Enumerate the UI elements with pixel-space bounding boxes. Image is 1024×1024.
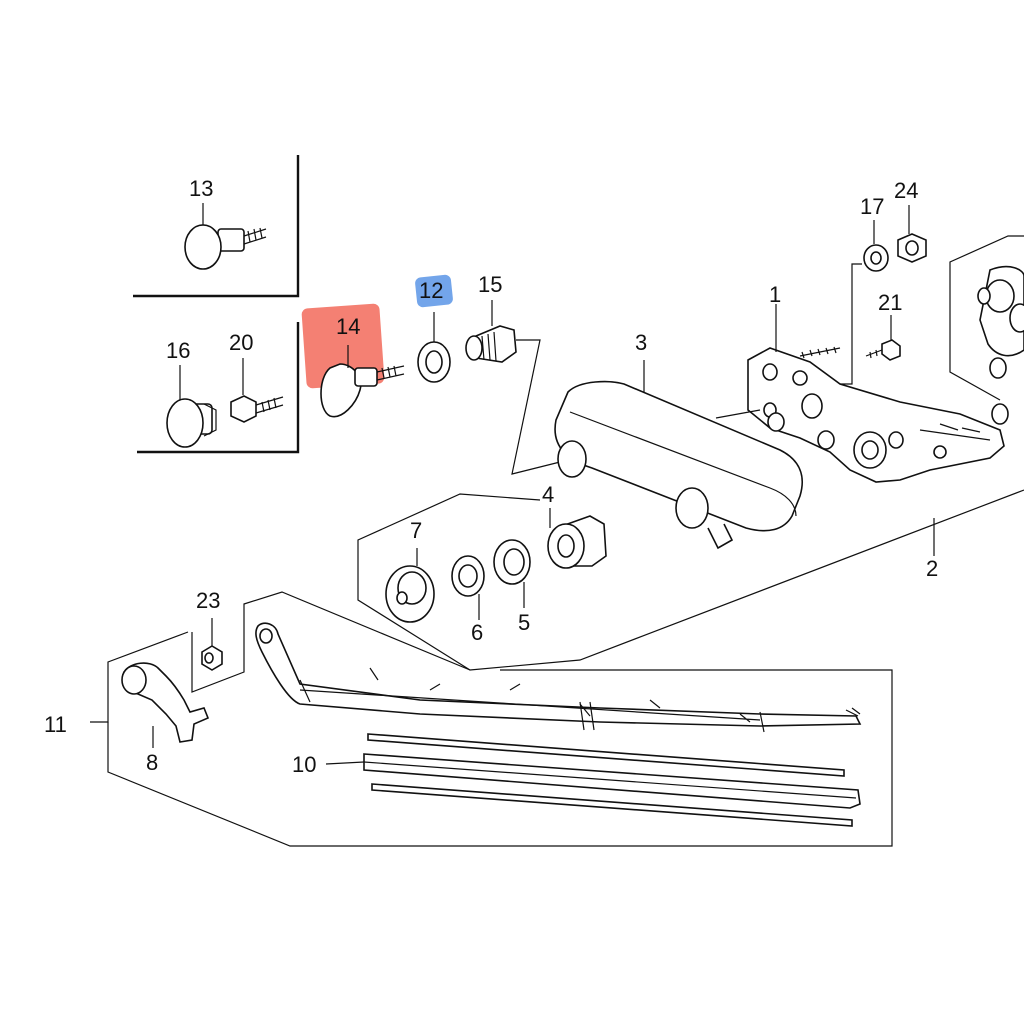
callout-16: 16 (166, 338, 190, 363)
part-12-washer (415, 274, 453, 383)
part-15-grommet (465, 300, 517, 363)
callout-4: 4 (542, 482, 554, 507)
callout-15: 15 (478, 272, 502, 297)
bracket-11 (90, 631, 189, 723)
callout-labels: 13 14 12 15 16 20 3 1 17 24 21 2 4 7 6 5… (44, 176, 938, 777)
part-13-cap-bolt (184, 203, 267, 270)
callout-21: 21 (878, 290, 902, 315)
part-6-nut (451, 555, 485, 620)
part-23-nut (201, 618, 223, 671)
callout-24: 24 (894, 178, 918, 203)
part-1-bracket (715, 304, 1005, 483)
callout-20: 20 (229, 330, 253, 355)
bracket-17-21 (840, 263, 862, 385)
callout-6: 6 (471, 620, 483, 645)
part-4-grommet (547, 508, 607, 569)
bracket-23 (191, 591, 471, 693)
part-motor-partial (949, 235, 1024, 425)
part-17-nut (863, 220, 889, 272)
part-8-pivot-arm (121, 662, 210, 748)
part-3-motor-cover (554, 360, 804, 550)
part-20-bolt (230, 358, 284, 423)
callout-1: 1 (769, 282, 781, 307)
callout-17: 17 (860, 194, 884, 219)
callout-14: 14 (336, 314, 360, 339)
part-5-bushing (493, 539, 531, 608)
callout-13: 13 (189, 176, 213, 201)
part-16-cap (166, 365, 217, 448)
inset-box-part-13 (133, 155, 300, 298)
callout-11: 11 (44, 712, 67, 737)
leader-cover-hole (511, 339, 561, 475)
outline-11-lower (107, 669, 893, 847)
callout-10: 10 (292, 752, 316, 777)
callout-7: 7 (410, 518, 422, 543)
callout-3: 3 (635, 330, 647, 355)
callout-12: 12 (419, 278, 443, 303)
assembly-outline-2 (357, 489, 1024, 671)
part-21-bolt (865, 315, 901, 361)
callout-2: 2 (926, 556, 938, 581)
part-10-wiper-rubber (325, 733, 861, 827)
wiper-blade-frame (255, 622, 862, 733)
callout-5: 5 (518, 610, 530, 635)
part-14-screw-gasket (301, 303, 405, 418)
part-24-nut (897, 205, 927, 263)
callout-23: 23 (196, 588, 220, 613)
callout-8: 8 (146, 750, 158, 775)
inset-box-parts-16-20 (137, 322, 300, 454)
part-7-cap-washer (385, 548, 435, 623)
